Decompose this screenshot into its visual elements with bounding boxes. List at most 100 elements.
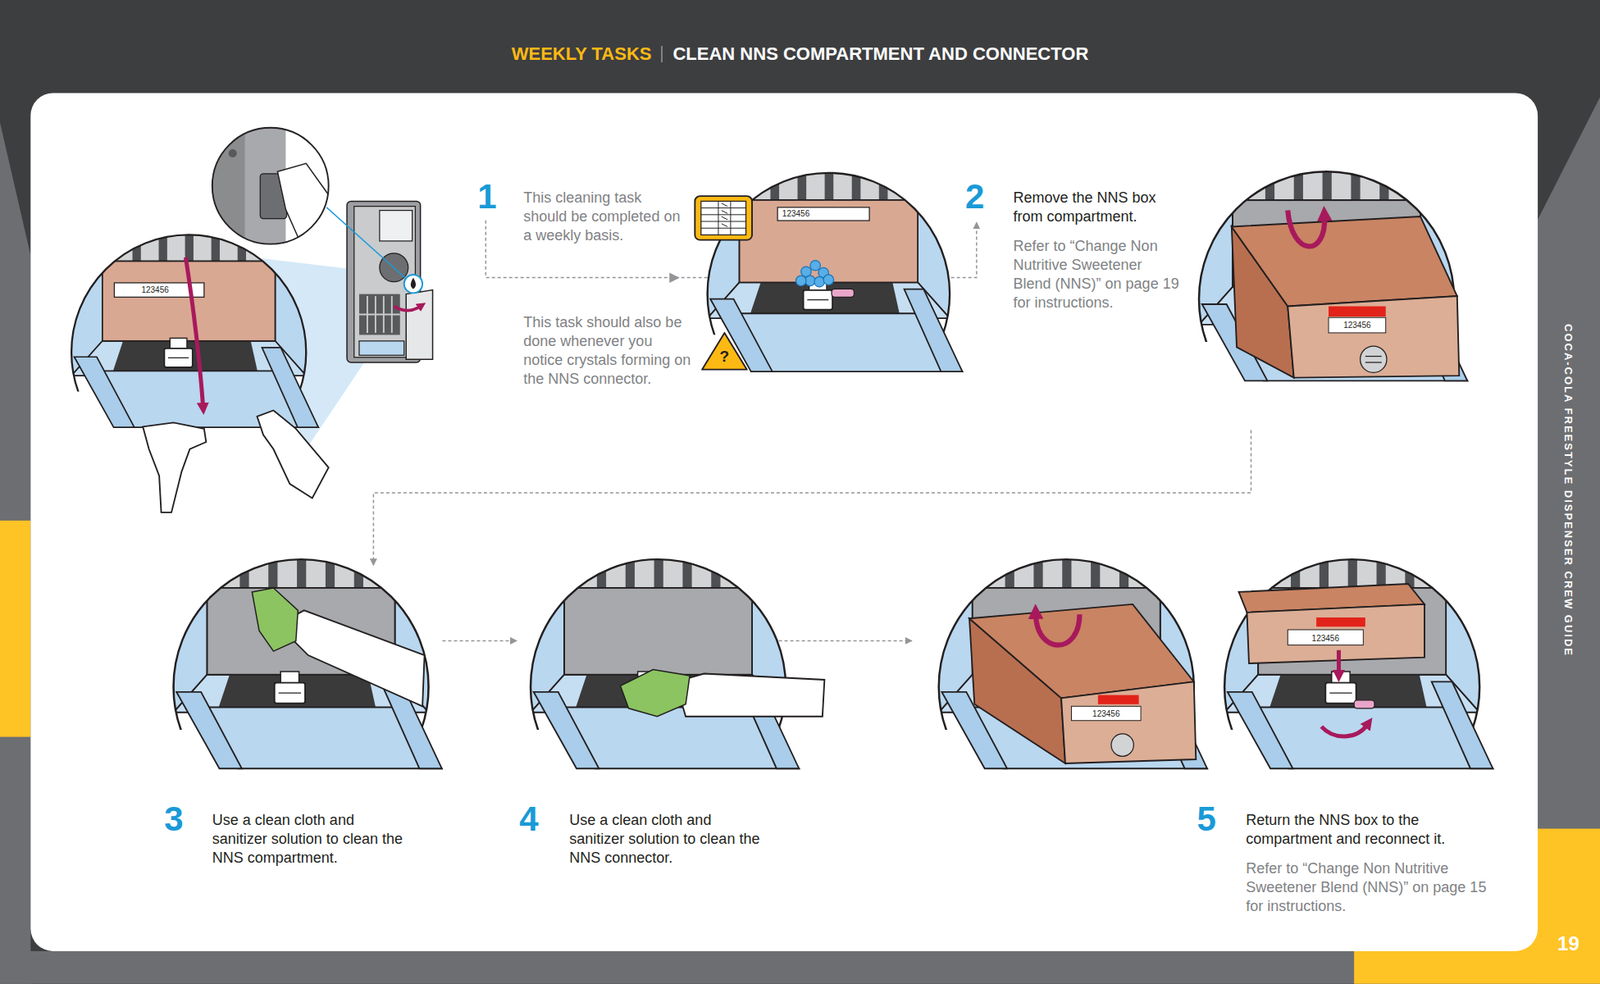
drawing-part [701, 200, 747, 235]
drawing-part [1227, 681, 1494, 769]
drawing-part [277, 163, 332, 238]
step-number: 4 [519, 802, 538, 837]
crystals-illustration [669, 173, 962, 416]
drawing-part [701, 200, 747, 235]
drawing-part [74, 347, 320, 428]
step-block: 4 Use a clean cloth and sanitizer solutio… [518, 559, 776, 871]
step-block: 3Use a clean cloth and sanitizer solutio… [163, 559, 441, 871]
drawing-part [173, 559, 429, 713]
drawing-part [1287, 296, 1459, 379]
drawing-part [0, 123, 31, 984]
step-text: Remove the NNS box from compartment. [1013, 188, 1182, 227]
drawing-part [204, 123, 333, 256]
drawing-part [164, 337, 192, 367]
drawing-part [1360, 346, 1387, 373]
drawing-part [142, 422, 206, 512]
drawing-part [1198, 171, 1468, 427]
drawing-part [410, 278, 416, 290]
drawing-part [701, 207, 747, 209]
drawing-part [1328, 317, 1386, 333]
drawing-part [277, 610, 424, 707]
step-text: Use a clean cloth and sanitizer solution… [212, 811, 406, 868]
drawing-part [669, 272, 680, 283]
warning-symbol: ? [720, 348, 730, 366]
overview-illustration [71, 123, 433, 513]
drawing-part [1287, 210, 1325, 247]
drawing-part [1111, 733, 1134, 757]
drawing-part [405, 290, 433, 361]
drawing-part [359, 314, 401, 316]
drawing-part [1336, 650, 1341, 675]
box-label: 123456 [141, 285, 169, 295]
step-block: 5 Return the NNS box to the compartment a… [914, 559, 1496, 920]
box-label: 123456 [1343, 319, 1371, 329]
side-title: COCA-COLA FREESTYLE DISPENSER CREW GUIDE [1562, 323, 1574, 657]
drawing-part [823, 274, 834, 285]
drawing-part [1353, 700, 1375, 709]
drawing-part [701, 221, 747, 223]
page-title: CLEAN NNS COMPARTMENT AND CONNECTOR [672, 43, 1089, 65]
drawing-part [257, 410, 329, 498]
drawing-part [228, 149, 238, 158]
drawing-part [359, 294, 401, 336]
drawing-part [0, 520, 31, 738]
drawing-part [675, 673, 826, 716]
flow-connector [442, 640, 518, 643]
drawing-part [796, 275, 807, 286]
drawing-part [359, 341, 405, 356]
drawing-part [173, 559, 429, 815]
drawing-part [1287, 629, 1363, 646]
clean-connector-illustration [530, 559, 825, 815]
drawing-part [721, 223, 728, 228]
drawing-part [251, 588, 298, 652]
step-text: Refer to “Change Non Nutritive Sweetener… [1245, 859, 1491, 917]
drawing-part [1328, 306, 1386, 317]
drawing-part [379, 210, 413, 242]
drawing-part [721, 203, 728, 207]
drawing-part [717, 200, 719, 235]
step-text: Return the NNS box to the compartment an… [1245, 811, 1491, 849]
drawing-part [1231, 216, 1458, 306]
drawing-part [777, 207, 870, 221]
drawing-part [1246, 604, 1425, 664]
step-text: Use a clean cloth and sanitizer solution… [569, 811, 763, 868]
drawing-part [694, 196, 753, 241]
drawing-part [939, 559, 1208, 815]
section-label: WEEKLY TASKS [511, 43, 652, 65]
step-text: This task should also be done whenever y… [523, 313, 692, 389]
drawing-part [1321, 724, 1368, 737]
drawing-part [1316, 617, 1366, 627]
drawing-part [814, 276, 825, 287]
drawing-part [969, 604, 1195, 698]
header: WEEKLY TASKS CLEAN NNS COMPARTMENT AND CO… [0, 41, 1600, 68]
box-label: 123456 [1312, 633, 1340, 643]
drawing-part [1098, 695, 1140, 705]
drawing-part [721, 216, 728, 220]
drawing-part [701, 214, 747, 215]
drawing-part [721, 210, 728, 215]
drawing-part [620, 670, 691, 717]
clean-compartment-illustration [173, 559, 443, 815]
drawing-part [1325, 671, 1356, 704]
drawing-part [359, 296, 401, 333]
drawing-part [1365, 355, 1382, 357]
drawing-part [796, 260, 835, 288]
box-label: 123456 [782, 209, 810, 219]
drawing-part [564, 588, 753, 675]
drawing-part [212, 127, 329, 245]
drawing-part [729, 200, 731, 235]
step-number: 2 [965, 179, 985, 215]
drawing-part [831, 288, 854, 297]
box-return-illustration [939, 559, 1494, 815]
drawing-part [1224, 559, 1493, 815]
drawing-part [1061, 681, 1196, 764]
drawing-part [810, 260, 821, 271]
drawing-part [326, 207, 406, 279]
flow-connector [779, 640, 912, 643]
drawing-part [274, 671, 306, 704]
step-number: 5 [1197, 802, 1217, 837]
title-separator [660, 45, 663, 63]
